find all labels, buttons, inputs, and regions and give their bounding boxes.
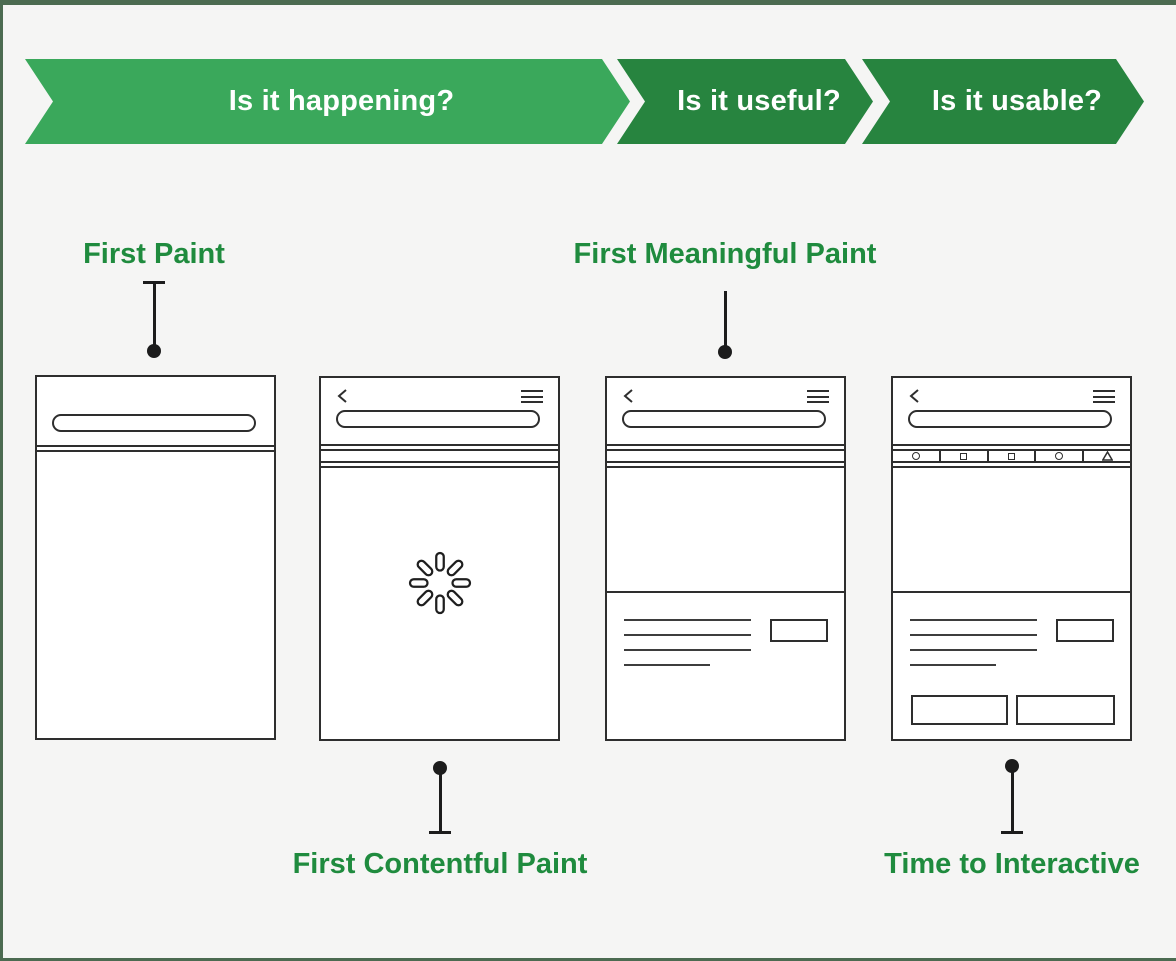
tab-cell xyxy=(1034,451,1082,461)
first-meaningful-paint-label: First Meaningful Paint xyxy=(573,238,877,270)
browser-header xyxy=(607,378,844,446)
button-placeholder xyxy=(1016,695,1115,725)
button-placeholder xyxy=(1056,619,1114,642)
article-section xyxy=(893,593,1130,739)
blank-viewport xyxy=(37,450,274,738)
square-icon xyxy=(960,452,968,460)
phone-mockup-time-to-interactive xyxy=(891,376,1132,741)
first-contentful-paint-label: First Contentful Paint xyxy=(292,848,588,880)
loading-spinner-icon xyxy=(408,551,471,615)
triangle-icon xyxy=(1101,451,1113,461)
button-placeholder xyxy=(911,695,1008,725)
tab-cell xyxy=(986,451,1035,461)
funnel-stage-label: Is it useful? xyxy=(677,85,841,117)
browser-header xyxy=(893,378,1130,446)
tab-cell xyxy=(1082,451,1130,461)
funnel-stage-is-it-happening: Is it happening? xyxy=(25,59,630,144)
address-bar-pill xyxy=(622,410,826,428)
phone-mockup-first-contentful-paint xyxy=(319,376,560,741)
phone-mockup-first-paint xyxy=(35,375,276,740)
funnel-stage-is-it-usable: Is it usable? xyxy=(862,59,1144,144)
funnel-stage-label: Is it happening? xyxy=(228,85,455,117)
tab-cell xyxy=(938,451,987,461)
time-to-interactive-label: Time to Interactive xyxy=(884,848,1140,880)
circle-icon xyxy=(911,452,920,460)
menu-icon xyxy=(807,390,829,403)
funnel-stage-label: Is it usable? xyxy=(931,85,1103,117)
content-viewport xyxy=(607,466,844,739)
button-placeholder xyxy=(770,619,828,642)
tab-bar xyxy=(893,449,1130,463)
loading-viewport xyxy=(321,466,558,739)
browser-header xyxy=(37,377,274,447)
address-bar-pill xyxy=(52,414,256,432)
circle-icon xyxy=(1055,452,1064,460)
text-skeleton-lines xyxy=(624,619,751,679)
phone-mockup-first-meaningful-paint xyxy=(605,376,846,741)
first-paint-label: First Paint xyxy=(83,238,225,270)
article-section xyxy=(607,593,844,739)
browser-header xyxy=(321,378,558,446)
content-viewport xyxy=(893,466,1130,739)
text-skeleton-lines xyxy=(910,619,1037,679)
hero-placeholder xyxy=(607,468,844,593)
toolbar-strip xyxy=(321,449,558,463)
toolbar-strip xyxy=(607,449,844,463)
menu-icon xyxy=(1093,390,1115,403)
back-icon xyxy=(336,388,349,409)
address-bar-pill xyxy=(336,410,540,428)
menu-icon xyxy=(521,390,543,403)
address-bar-pill xyxy=(908,410,1112,428)
back-icon xyxy=(622,388,635,409)
hero-placeholder xyxy=(893,468,1130,593)
square-icon xyxy=(1007,452,1015,460)
back-icon xyxy=(908,388,921,409)
funnel-stage-is-it-useful: Is it useful? xyxy=(617,59,873,144)
tab-cell xyxy=(893,451,939,461)
